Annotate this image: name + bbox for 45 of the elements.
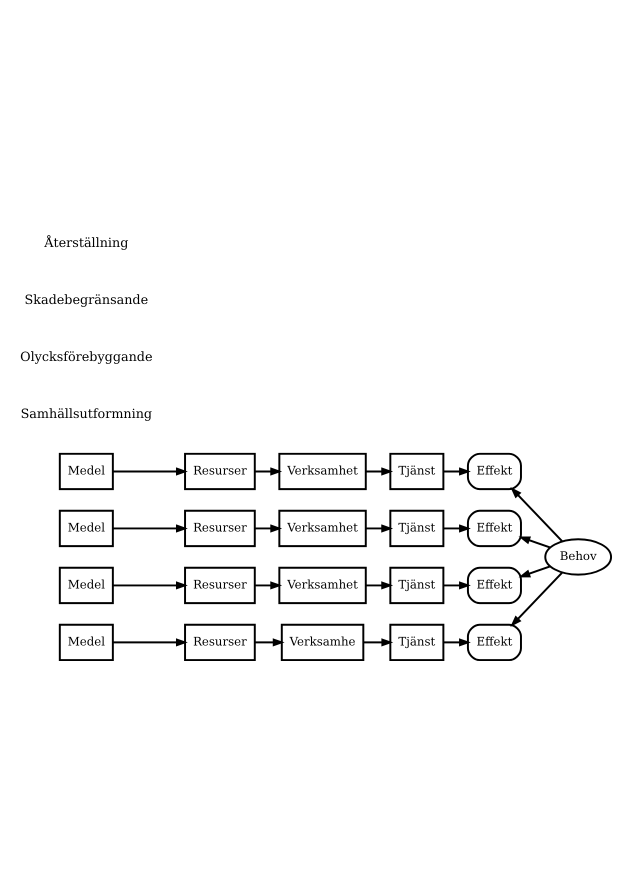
node-box: Resurser: [184, 624, 256, 662]
arrow: [518, 536, 551, 549]
label: Återställning: [44, 236, 128, 251]
arrow: [254, 638, 285, 647]
node-box: Effekt: [466, 566, 522, 604]
node-box: Verksamhe: [280, 624, 364, 662]
arrow: [518, 565, 551, 578]
arrow: [510, 487, 563, 542]
node-box: Tjänst: [389, 452, 444, 490]
label: Olycksförebyggande: [20, 350, 153, 365]
node-box: Medel: [58, 624, 114, 662]
node-box: Resurser: [184, 510, 256, 548]
arrow: [443, 524, 471, 533]
node-ellipse: Behov: [544, 538, 612, 576]
label: Skadebegränsande: [24, 292, 148, 308]
node-box: Effekt: [466, 624, 522, 662]
arrow: [443, 467, 471, 476]
arrow: [254, 581, 282, 590]
arrow: [113, 581, 188, 590]
arrow: [254, 524, 282, 533]
node-box: Medel: [58, 510, 114, 548]
arrow: [510, 572, 563, 627]
arrow: [443, 638, 471, 647]
node-box: Effekt: [466, 510, 522, 548]
node-box: Verksamhet: [278, 452, 367, 490]
node-box: Verksamhet: [278, 510, 367, 548]
node-box: Tjänst: [389, 510, 444, 548]
node-box: Tjänst: [389, 566, 444, 604]
arrow: [254, 467, 282, 476]
node-box: Resurser: [184, 566, 256, 604]
arrow: [113, 638, 188, 647]
arrow: [443, 581, 471, 590]
arrow: [364, 638, 394, 647]
arrow: [366, 524, 394, 533]
arrow: [113, 524, 188, 533]
node-box: Effekt: [466, 452, 522, 490]
node-box: Medel: [58, 566, 114, 604]
arrow: [366, 581, 394, 590]
arrow: [366, 467, 394, 476]
node-box: Medel: [58, 452, 114, 490]
arrow: [113, 467, 188, 476]
node-box: Verksamhet: [278, 566, 367, 604]
node-box: Resurser: [184, 452, 256, 490]
node-box: Tjänst: [389, 624, 444, 662]
label: Samhällsutformning: [20, 406, 152, 422]
